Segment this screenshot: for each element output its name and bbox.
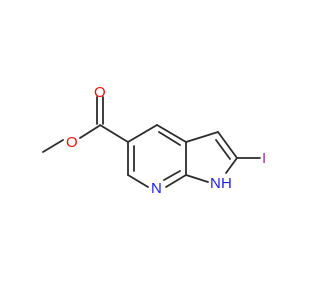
bond-c3-c2 <box>217 131 238 159</box>
bond-c5-c4 <box>127 124 158 143</box>
nitrogen-pyridine-label: N <box>151 180 162 197</box>
bond-c4-c3a <box>156 124 187 143</box>
bond-carbonyl-ring <box>99 124 129 143</box>
bond-c4-c3a-inner <box>158 131 181 146</box>
bond-c3a-c3 <box>185 131 219 143</box>
nitrogen-pyrrole-label: N <box>210 175 221 192</box>
molecule-canvas: O O N N H I <box>42 84 267 197</box>
bond-n1-c7a <box>185 174 209 183</box>
bond-c2-n1 <box>225 157 238 174</box>
oxygen-ester-label: O <box>66 134 78 151</box>
bond-c7a-n7 <box>165 174 187 188</box>
hydrogen-pyrrole-label: H <box>221 175 232 192</box>
bonds <box>42 96 261 188</box>
bond-c3-c2-inner <box>215 139 231 160</box>
atom-labels: O O N N H I <box>66 84 266 197</box>
bond-c7a-n7-inner <box>163 170 181 181</box>
iodine-label: I <box>262 150 266 167</box>
bond-o-carbonyl-c <box>79 125 100 139</box>
oxygen-carbonyl-label: O <box>94 84 106 101</box>
bond-methyl-o <box>42 139 64 153</box>
structure-diagram: O O N N H I <box>42 84 266 197</box>
bond-n7-c6 <box>127 174 149 188</box>
